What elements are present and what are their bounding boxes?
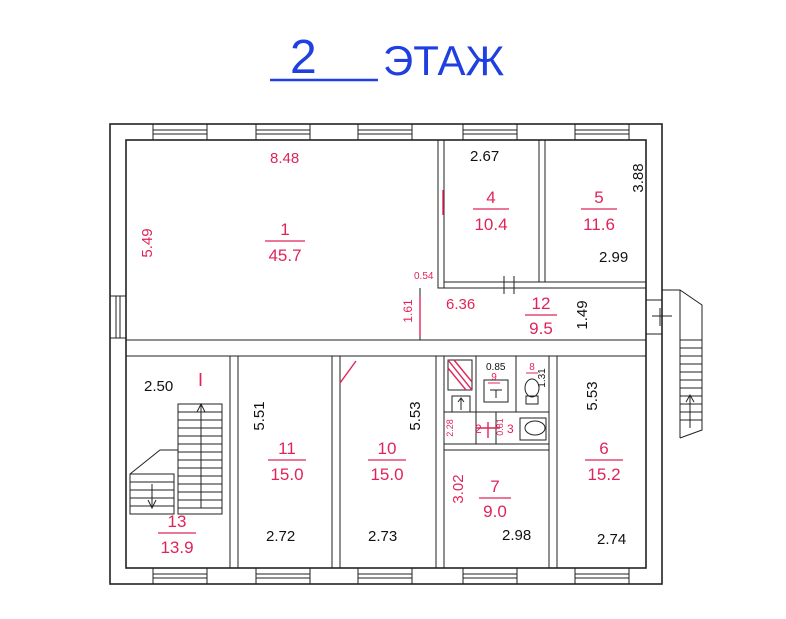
dim-273: 2.73 [368,528,397,545]
small-red-labels: I 9 8 2 3 [198,362,538,436]
svg-text:9.0: 9.0 [483,502,507,521]
floor-word: ЭТАЖ [383,37,504,84]
svg-text:4: 4 [486,188,495,207]
dim-274: 2.74 [597,531,626,548]
dim-131: 1.31 [537,368,548,388]
floor-number: 2 [290,31,317,84]
left-window [109,295,127,339]
dim-267: 2.67 [470,148,499,165]
room-4-label: 4 10.4 [473,188,509,234]
room-9-num: 9 [491,372,497,383]
dim-553-b: 5.53 [584,381,601,410]
room-5-label: 5 11.6 [581,188,617,234]
dim-228: 2.28 [445,419,455,437]
svg-text:7: 7 [490,477,499,496]
svg-text:11: 11 [278,439,296,458]
dim-081: 0.81 [495,418,505,436]
outer-walls [109,123,663,585]
room-13-label: 13 13.9 [158,512,196,557]
svg-text:15.0: 15.0 [370,465,403,484]
room-12-label: 12 9.5 [525,294,557,338]
sanitary-fixtures [447,359,547,441]
svg-text:12: 12 [532,294,551,313]
room-11-label: 11 15.0 [268,439,306,484]
dim-299: 2.99 [599,249,628,266]
dim-298: 2.98 [502,527,531,544]
dim-553-a: 5.53 [407,401,424,430]
right-entrance [645,289,703,439]
room-3-num: 3 [507,422,514,436]
door-marks [339,190,500,438]
svg-text:10.4: 10.4 [474,215,507,234]
dim-549: 5.49 [139,228,156,257]
dim-149: 1.49 [574,300,591,329]
dim-272: 2.72 [266,528,295,545]
dim-388: 3.88 [630,163,647,192]
svg-text:15.2: 15.2 [587,465,620,484]
left-staircase [129,402,223,515]
dimension-labels: 8.48 5.49 2.67 3.88 2.99 0.54 1.61 6.36 … [139,148,647,548]
svg-text:11.6: 11.6 [583,215,615,234]
stair-mark: I [198,370,203,390]
room-10-label: 10 15.0 [368,439,406,484]
svg-text:13.9: 13.9 [160,538,193,557]
dim-848: 8.48 [270,150,299,167]
svg-text:6: 6 [599,439,608,458]
corridor-marks [503,276,672,326]
svg-text:9.5: 9.5 [529,319,553,338]
top-windows [152,123,630,141]
room-labels: 1 45.7 4 10.4 5 11.6 12 9.5 11 15.0 10 1… [158,188,623,557]
dim-250: 2.50 [144,378,173,395]
svg-text:15.0: 15.0 [270,465,303,484]
dim-636: 6.36 [446,296,475,313]
dim-161: 1.61 [401,299,415,323]
svg-text:5: 5 [594,188,603,207]
room-7-label: 7 9.0 [479,477,511,521]
room-8-num: 8 [529,362,535,373]
interior-walls [126,139,646,569]
room-6-label: 6 15.2 [585,439,623,484]
dim-085: 0.85 [486,362,506,373]
dim-551: 5.51 [251,401,268,430]
dim-302: 3.02 [450,474,467,503]
dim-054: 0.54 [414,271,434,282]
bottom-windows [152,567,630,585]
room-1-label: 1 45.7 [265,220,305,265]
svg-text:10: 10 [378,439,397,458]
room-2-num: 2 [475,422,482,436]
svg-text:45.7: 45.7 [268,246,301,265]
svg-text:13: 13 [168,512,187,531]
svg-text:1: 1 [280,220,289,239]
